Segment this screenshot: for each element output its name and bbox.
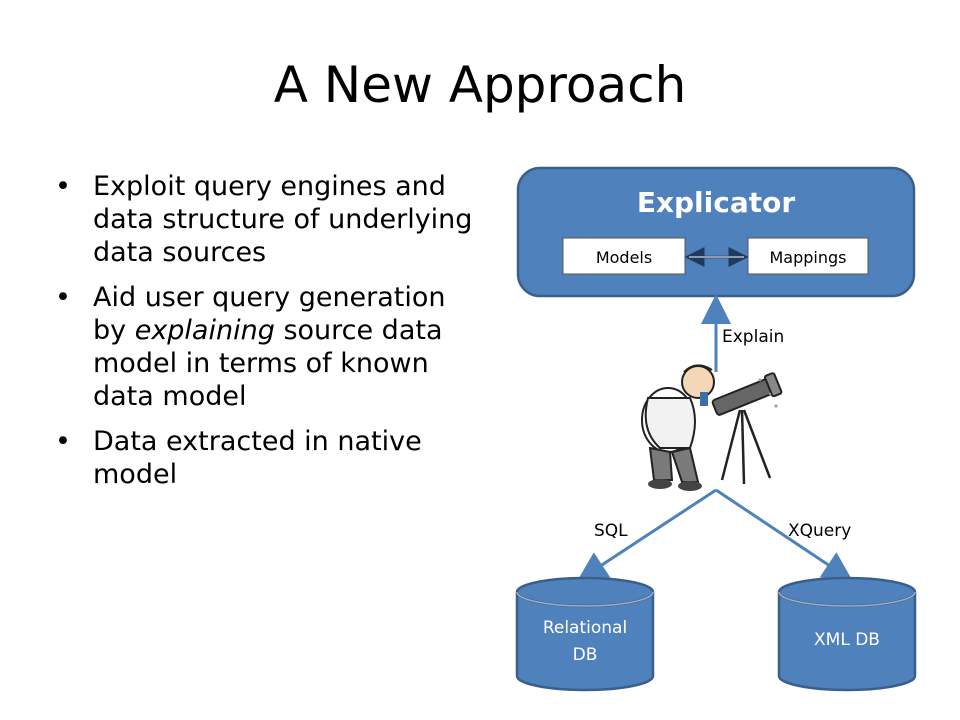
xquery-arrow	[715, 488, 853, 582]
xml-db-label: XML DB	[814, 630, 880, 650]
bullet-text: Data extracted in native model	[93, 426, 422, 490]
bullet-text: Aid user query generation by	[93, 282, 446, 346]
bullet-emphasis: explaining	[134, 315, 275, 346]
bullet-item: Data extracted in native model	[55, 425, 475, 491]
bullet-text: source data model in terms of known data…	[93, 315, 443, 412]
relational-db-label-line1: Relational	[543, 618, 627, 638]
explain-label: Explain	[722, 327, 784, 347]
explicator-label: Explicator	[637, 186, 796, 219]
bullet-item: Aid user query generation by explaining …	[55, 281, 475, 413]
bullet-text: Exploit query engines and data structure…	[93, 171, 473, 268]
mappings-box	[747, 237, 869, 275]
xml-db-cylinder: XML DB	[777, 576, 917, 692]
slide-title: A New Approach	[273, 56, 687, 114]
bullet-item: Exploit query engines and data structure…	[55, 170, 475, 269]
sql-label: SQL	[594, 521, 628, 541]
mappings-label: Mappings	[770, 248, 847, 267]
bullet-list: Exploit query engines and data structure…	[55, 170, 475, 503]
models-label: Models	[596, 248, 652, 267]
sql-arrow	[576, 488, 717, 582]
person-telescope-illustration	[641, 364, 783, 491]
relational-db-cylinder: Relational DB	[515, 576, 655, 692]
xquery-label: XQuery	[788, 521, 851, 541]
relational-db-label-line2: DB	[573, 645, 598, 665]
